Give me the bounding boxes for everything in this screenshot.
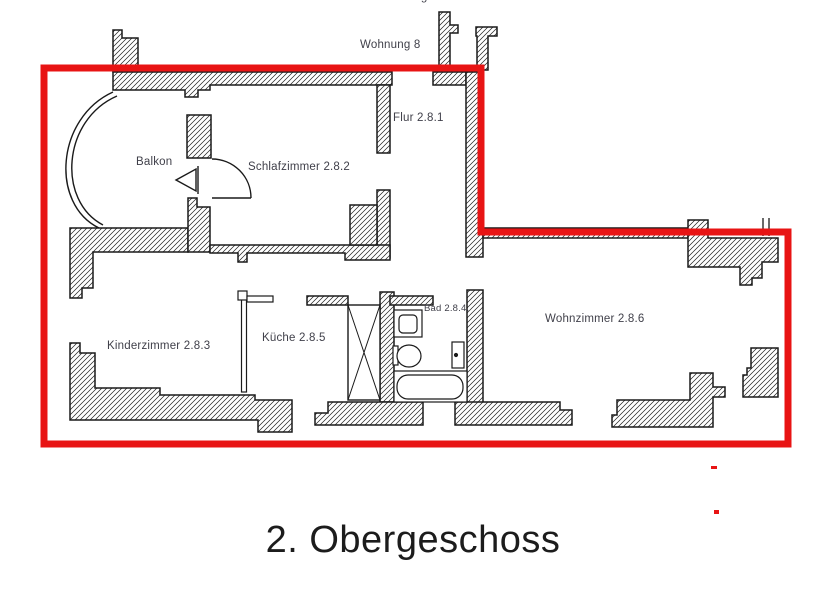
shaft-x-cross [347,304,381,401]
shaft-symbol [347,304,381,401]
washbasin-bowl [398,314,418,334]
wall-mid-block [349,204,378,246]
bathroom-fixtures [392,309,468,403]
wall-balkon-door-stub [186,114,212,159]
room-label-bad: Bad 2.8.4. [424,303,470,314]
wall-left-middle [69,227,189,299]
door-symbols [174,158,252,199]
wall-flur-upper [376,84,391,154]
thin-partitions [237,290,274,393]
apartment-label-wohnung7: Wohnung 7 [377,0,437,3]
kueche-wall-cap [237,290,248,301]
schlafzimmer-door-arc [211,158,252,199]
red-boundary [40,64,792,514]
wall-shaft-bad [379,291,395,403]
floor-title: 2. Obergeschoss [265,519,561,561]
wall-stub-b [438,11,459,71]
bathtub [396,374,464,400]
walls [69,11,779,433]
balkon-direction-arrow [174,167,197,193]
balcony-arc [65,91,118,229]
apartment-boundary-outline [40,64,792,448]
wall-bottom-mid-left [314,401,424,426]
wall-top-right-segment [432,71,467,86]
wall-top [112,71,393,98]
room-label-kinderzimmer: Kinderzimmer 2.8.3 [107,340,211,352]
apartment-label-wohnung8: Wohnung 8 [360,39,421,51]
room-label-schlafzimmer: Schlafzimmer 2.8.2 [248,161,351,173]
balcony-arc-inner [71,95,118,226]
room-label-balkon: Balkon [136,156,173,168]
red-mark-1 [711,466,717,469]
room-label-flur: Flur 2.8.1 [393,112,444,124]
red-mark-2 [714,510,719,514]
wall-bottom-mid-right [454,401,573,426]
room-label-wohnzimmer: Wohnzimmer 2.8.6 [545,313,645,325]
wall-kueche-top [306,295,349,306]
wall-mid-band [209,244,391,263]
wall-stub-c [475,26,498,71]
wall-bottom-right [611,372,726,428]
room-label-kueche: Küche 2.8.5 [262,332,326,344]
wall-right-lower [742,347,779,398]
wall-kinderzimmer [69,342,293,433]
kueche-partition-wall [240,291,248,393]
wall-door-block [187,197,211,253]
kueche-door-leaf [246,295,274,303]
wall-bad-right [466,289,484,408]
radiator-dot [453,352,459,358]
wall-bad-top [389,295,434,306]
balcony-arc-outer [65,91,114,229]
toilet-bowl [396,344,422,368]
wall-topright-block [687,219,779,286]
